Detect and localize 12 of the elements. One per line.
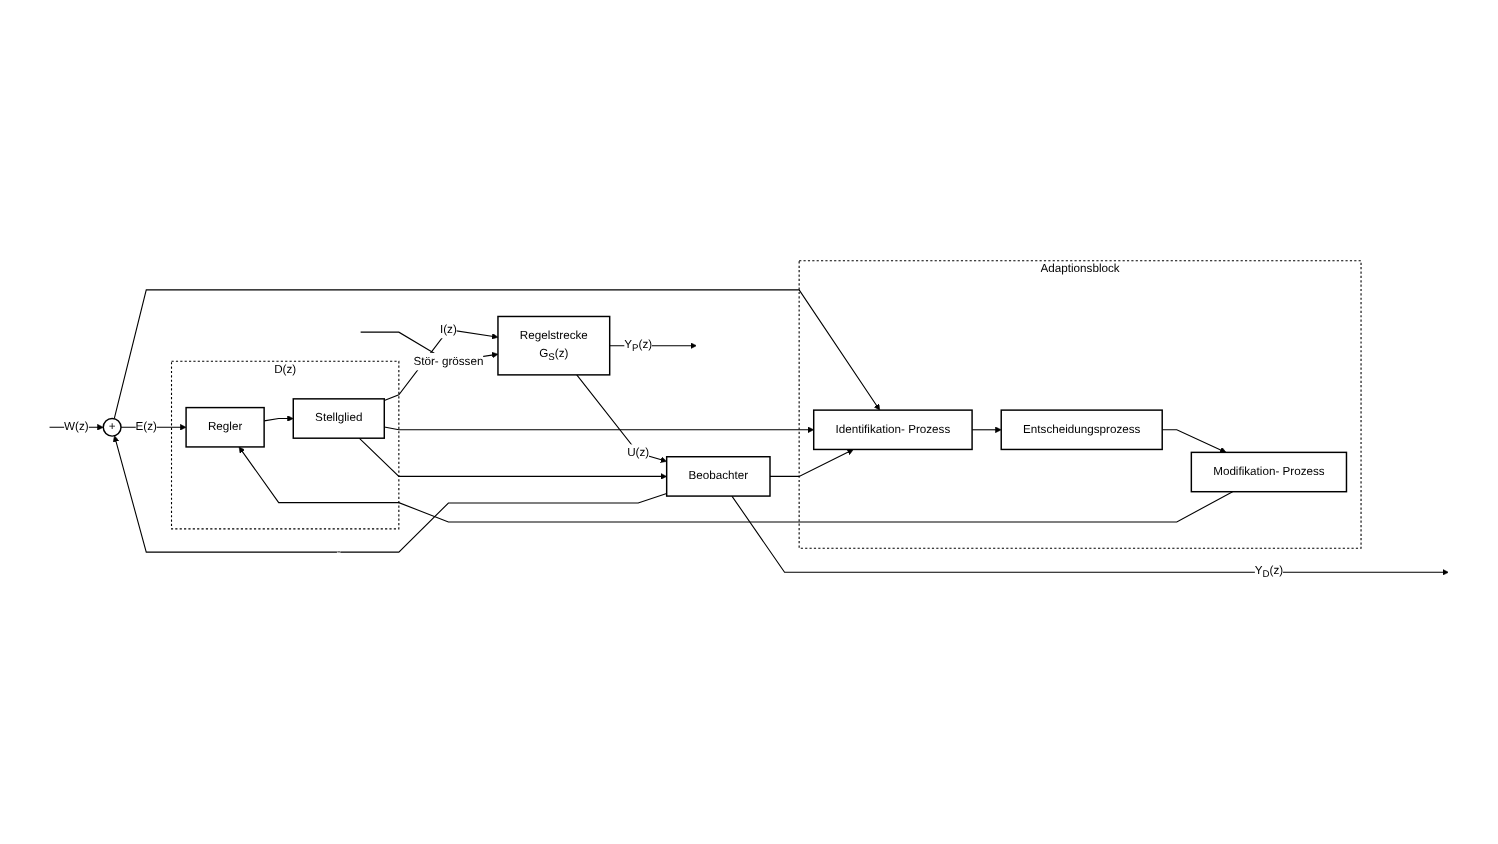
- arrow: [769, 449, 854, 477]
- arrow: [112, 435, 668, 553]
- arrow: [238, 446, 1234, 523]
- arrow: [383, 426, 814, 433]
- arrow: [358, 437, 667, 480]
- arrow: [263, 415, 294, 422]
- arrow: [113, 289, 880, 420]
- arrow: [1161, 429, 1227, 453]
- arrow: [971, 426, 1002, 433]
- arrow: [576, 374, 667, 463]
- arrow: [731, 495, 1449, 576]
- arrow: [120, 424, 187, 431]
